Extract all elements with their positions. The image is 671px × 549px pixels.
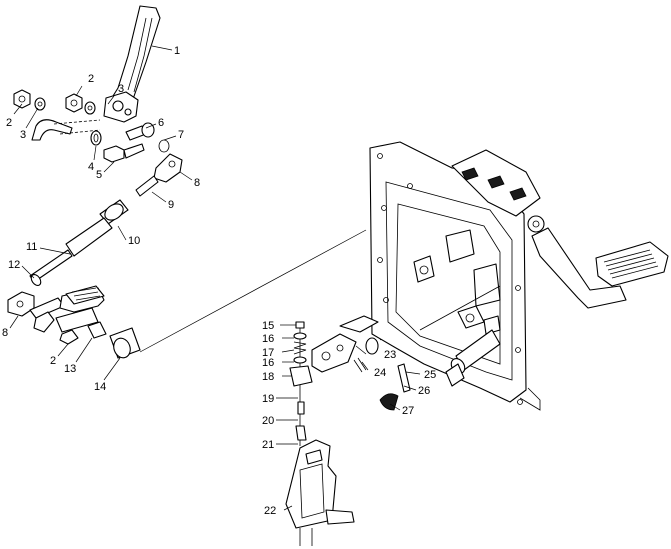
callout-9: 9 — [168, 199, 174, 211]
callout-8-lower: 8 — [2, 327, 8, 339]
callout-16-upper: 16 — [262, 333, 274, 345]
callout-3-top: 3 — [118, 83, 124, 95]
callout-2-left: 2 — [6, 117, 12, 129]
callout-11: 11 — [26, 241, 37, 253]
callout-10: 10 — [128, 235, 140, 247]
lower-linkage — [285, 315, 411, 546]
callout-12: 12 — [8, 259, 20, 271]
callout-5: 5 — [96, 169, 102, 181]
callout-labels: 1 2 3 2 3 6 7 4 5 8 9 10 11 12 8 2 13 14… — [2, 45, 436, 517]
callout-21: 21 — [262, 439, 274, 451]
callout-22: 22 — [264, 505, 276, 517]
callout-24: 24 — [374, 367, 386, 379]
assembly-line — [139, 229, 367, 353]
mounting-frame — [369, 141, 545, 411]
callout-2-lower: 2 — [50, 355, 56, 367]
callout-2-top: 2 — [88, 73, 94, 85]
callout-16-lower: 16 — [262, 357, 274, 369]
callout-23: 23 — [384, 349, 396, 361]
callout-1: 1 — [174, 45, 180, 57]
callout-14: 14 — [94, 381, 106, 393]
callout-25: 25 — [424, 369, 436, 381]
lower-pedal-linkage — [7, 285, 141, 359]
callout-3-left: 3 — [20, 129, 26, 141]
callout-13: 13 — [64, 363, 76, 375]
pedal-lever-part-1 — [103, 5, 161, 123]
adjuster-rod-assembly — [29, 175, 159, 286]
callout-27: 27 — [402, 405, 414, 417]
callout-17: 17 — [262, 347, 274, 359]
brake-pedal-right — [531, 227, 669, 309]
lever-hardware — [13, 89, 183, 183]
callout-18: 18 — [262, 371, 274, 383]
callout-15: 15 — [262, 320, 274, 332]
callout-4: 4 — [88, 161, 94, 173]
leader-lines — [9, 45, 421, 511]
callout-20: 20 — [262, 415, 274, 427]
callout-26: 26 — [418, 385, 430, 397]
callout-7: 7 — [178, 129, 184, 141]
callout-6: 6 — [158, 117, 164, 129]
callout-8-upper: 8 — [194, 177, 200, 189]
callout-19: 19 — [262, 393, 274, 405]
